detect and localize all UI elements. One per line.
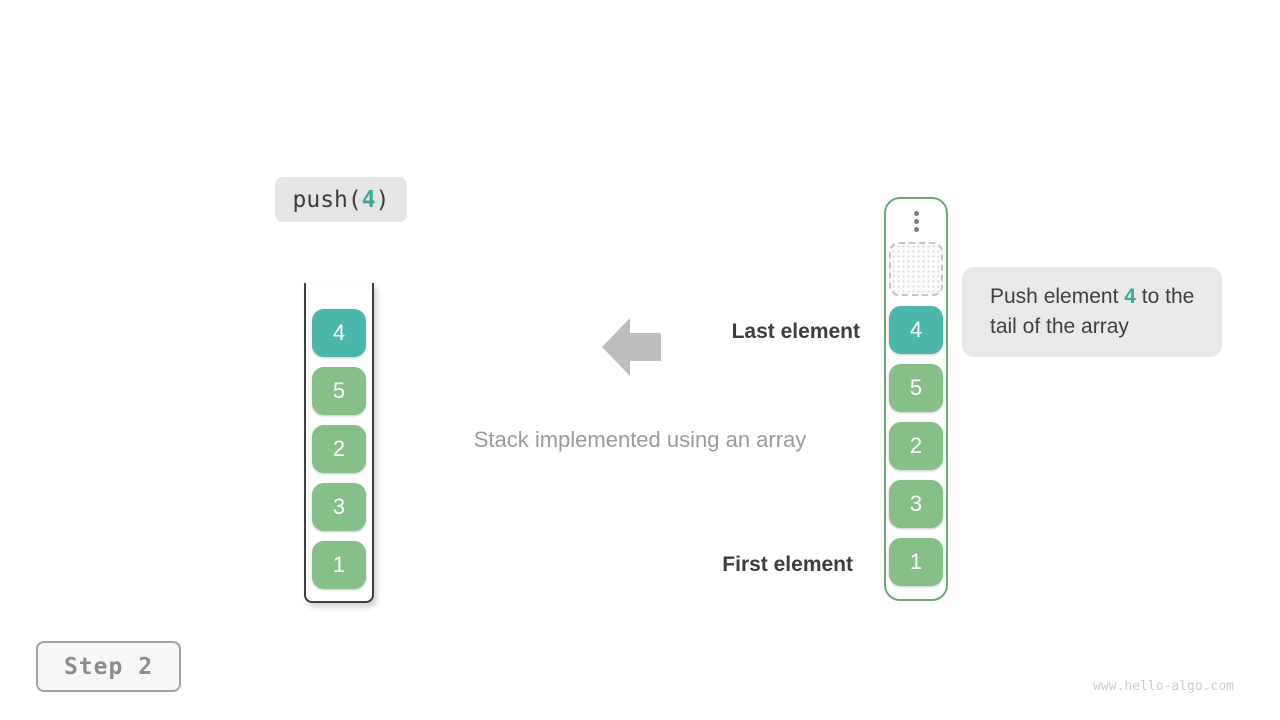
stack-element: 1 — [312, 541, 366, 589]
operation-prefix: push( — [292, 186, 362, 213]
array-element: 2 — [889, 422, 943, 470]
annotation-text-after: to the tail of the array — [990, 285, 1195, 338]
step-badge: Step 2 — [36, 641, 181, 692]
ellipsis-dot — [913, 211, 919, 216]
last-element-label: Last element — [731, 320, 860, 343]
vertical-ellipsis-icon — [913, 211, 919, 232]
array-element: 3 — [889, 480, 943, 528]
ellipsis-dot — [913, 219, 919, 224]
operation-label: push(4) — [275, 177, 407, 222]
ellipsis-dot — [913, 227, 919, 232]
stack-element: 4 — [312, 309, 366, 357]
annotation-text-before: Push element — [990, 285, 1125, 308]
array-container: 4 5 2 3 1 — [884, 197, 948, 601]
stack-container: 4 5 2 3 1 — [304, 283, 374, 603]
array-element: 5 — [889, 364, 943, 412]
diagram-caption: Stack implemented using an array — [473, 427, 807, 452]
operation-suffix: ) — [375, 186, 390, 213]
stack-element: 5 — [312, 367, 366, 415]
stack-element: 2 — [312, 425, 366, 473]
operation-argument: 4 — [361, 186, 376, 213]
stack-element: 3 — [312, 483, 366, 531]
annotation-value: 4 — [1124, 285, 1136, 308]
empty-slot — [889, 242, 943, 296]
left-arrow-icon — [602, 317, 662, 377]
first-element-label: First element — [722, 553, 853, 576]
array-element: 4 — [889, 306, 943, 354]
array-element: 1 — [889, 538, 943, 586]
annotation-bubble: Push element 4 to the tail of the array — [962, 267, 1222, 357]
watermark: www.hello-algo.com — [1093, 679, 1234, 694]
